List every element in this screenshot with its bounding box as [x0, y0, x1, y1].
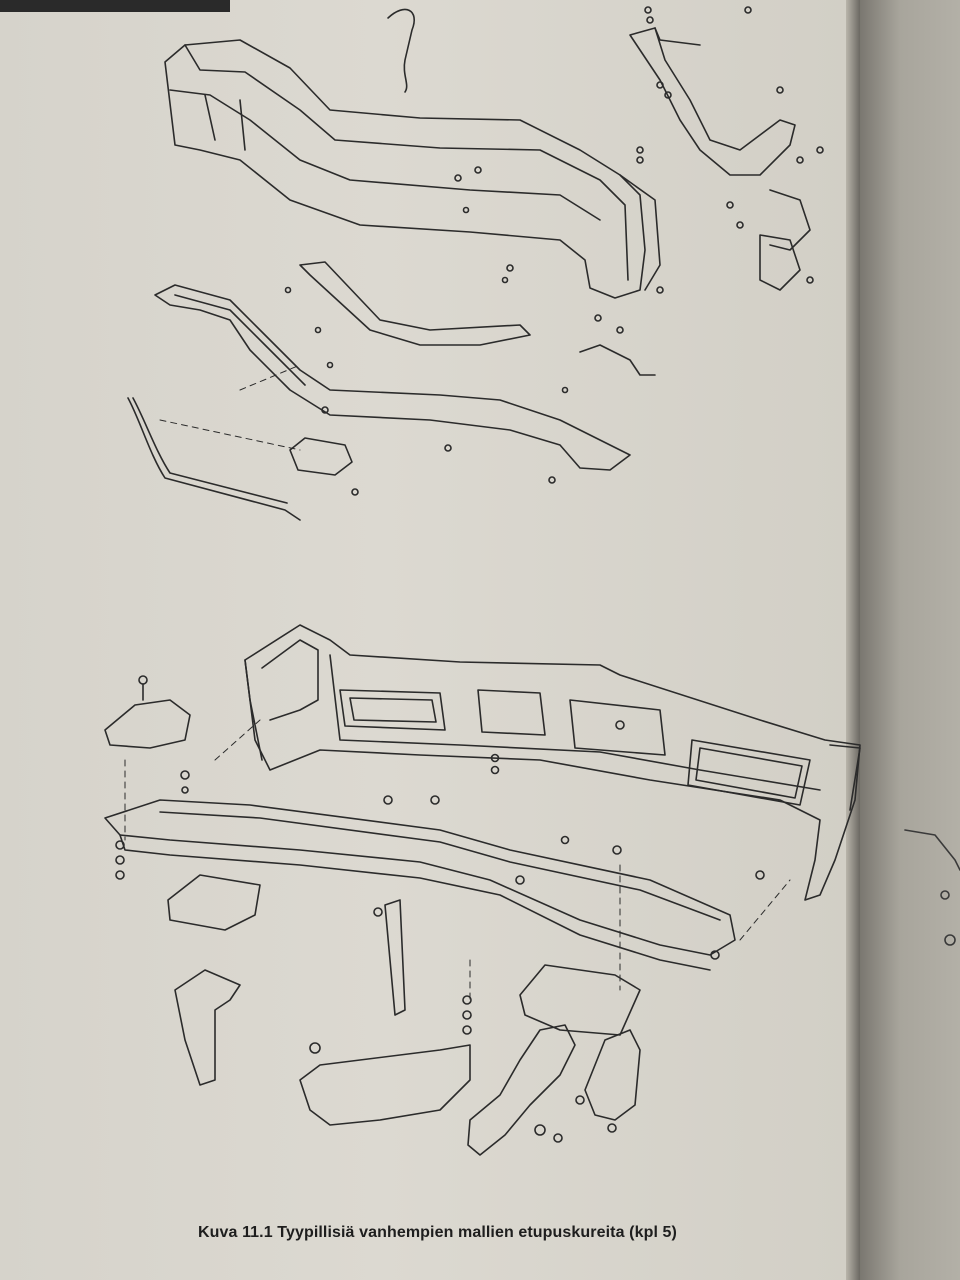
facing-page-drawing-fragment — [904, 829, 960, 946]
page-edge — [846, 0, 860, 1280]
book-page — [0, 0, 850, 1280]
facing-page — [860, 0, 960, 1280]
figure-caption: Kuva 11.1 Tyypillisiä vanhempien mallien… — [198, 1224, 677, 1241]
top-rule — [0, 0, 230, 12]
upper-bumper-drawing — [127, 6, 824, 521]
lower-bumper-drawing — [104, 624, 861, 1156]
